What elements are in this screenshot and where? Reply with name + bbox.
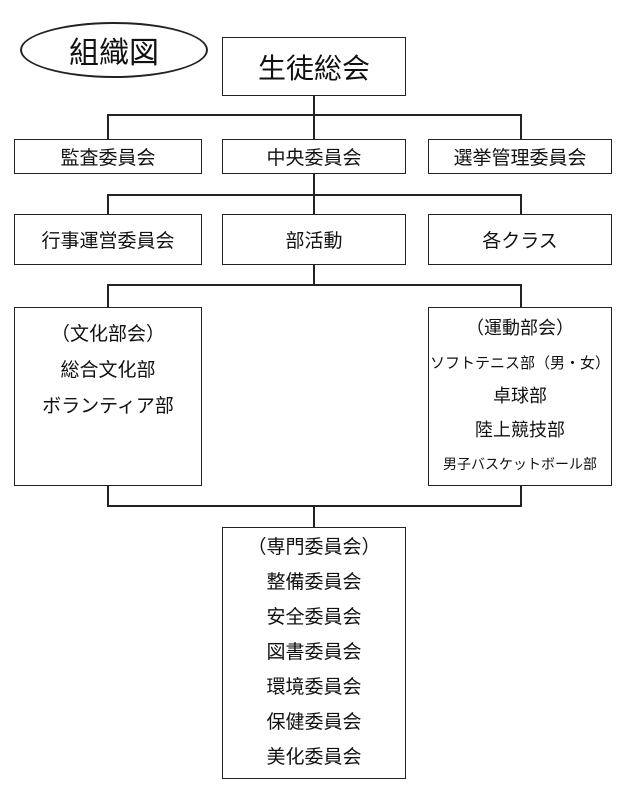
connector-mid-down xyxy=(313,173,315,195)
sports-item: ソフトテニス部（男・女） xyxy=(429,354,610,372)
node-club-activities: 部活動 xyxy=(222,214,406,265)
connector-club-right xyxy=(520,284,522,307)
connector-club-down xyxy=(313,264,315,285)
connector-level3-left xyxy=(107,194,109,214)
special-heading: （専門委員会） xyxy=(247,536,381,558)
connector-level3-right xyxy=(520,194,522,214)
connector-club-left xyxy=(107,284,109,307)
node-general-assembly: 生徒総会 xyxy=(222,37,406,96)
node-election-committee: 選挙管理委員会 xyxy=(428,139,612,174)
connector-special-down xyxy=(313,505,315,527)
node-audit-committee: 監査委員会 xyxy=(14,139,202,174)
culture-item: ボランティア部 xyxy=(42,395,174,417)
culture-item: 総合文化部 xyxy=(60,359,156,381)
culture-heading: （文化部会） xyxy=(50,323,165,345)
diagram-title: 組織図 xyxy=(20,22,208,78)
connector-level3-mid xyxy=(313,194,315,214)
node-central-committee: 中央委員会 xyxy=(222,139,406,174)
connector-level2-mid xyxy=(313,114,315,139)
node-sports-clubs: （運動部会） ソフトテニス部（男・女） 卓球部 陸上競技部 男子バスケットボール… xyxy=(428,307,612,486)
special-item: 図書委員会 xyxy=(266,641,362,663)
sports-item: 卓球部 xyxy=(493,386,547,407)
sports-heading: （運動部会） xyxy=(466,318,574,339)
node-special-committees: （専門委員会） 整備委員会 安全委員会 図書委員会 環境委員会 保健委員会 美化… xyxy=(222,527,406,779)
connector-level2-right xyxy=(520,114,522,139)
special-item: 美化委員会 xyxy=(266,746,362,768)
node-classes: 各クラス xyxy=(428,214,612,265)
special-item: 環境委員会 xyxy=(266,676,362,698)
sports-item: 陸上競技部 xyxy=(475,420,565,441)
node-events-committee: 行事運営委員会 xyxy=(14,214,202,265)
sports-item: 男子バスケットボール部 xyxy=(443,457,597,473)
connector-top-down xyxy=(313,95,315,115)
special-item: 保健委員会 xyxy=(266,711,362,733)
connector-level2-left xyxy=(107,114,109,139)
connector-bottom-right xyxy=(520,486,522,507)
special-item: 安全委員会 xyxy=(266,606,362,628)
special-item: 整備委員会 xyxy=(266,571,362,593)
node-culture-clubs: （文化部会） 総合文化部 ボランティア部 xyxy=(14,307,202,486)
connector-bottom-left xyxy=(107,486,109,507)
connector-club-bar xyxy=(107,284,522,286)
